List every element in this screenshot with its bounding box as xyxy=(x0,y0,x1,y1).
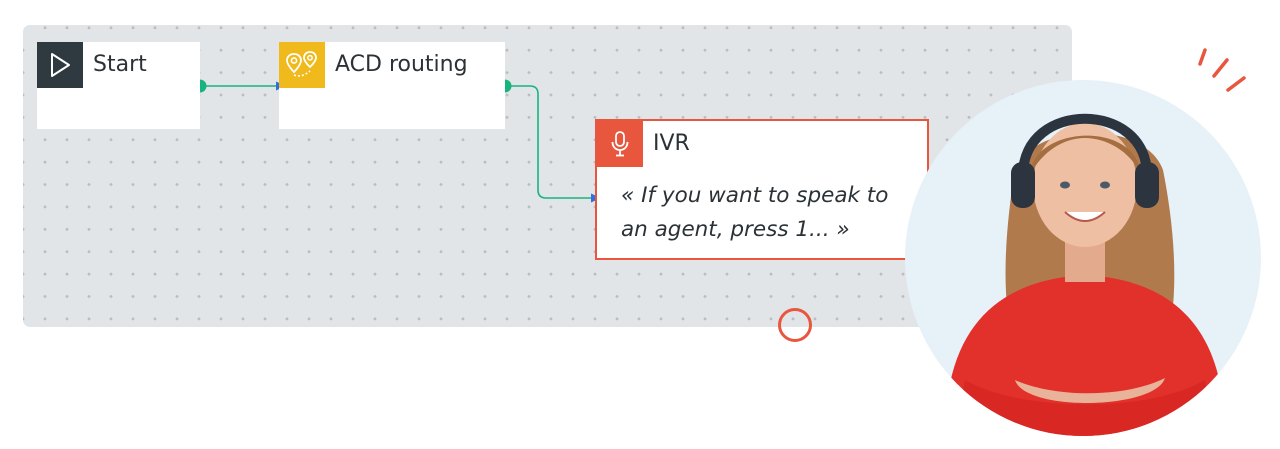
ivr-message-line: an agent, press 1... » xyxy=(621,217,850,242)
agent-illustration xyxy=(945,113,1225,436)
node-title: Start xyxy=(93,52,147,77)
ivr-message: « If you want to speak to an agent, pres… xyxy=(621,179,921,247)
microphone-icon xyxy=(597,121,643,167)
ivr-message-line: « If you want to speak to xyxy=(621,183,889,208)
add-node-ring-icon[interactable] xyxy=(778,308,812,342)
play-icon xyxy=(37,42,83,88)
attention-spark-icon xyxy=(1198,48,1246,92)
node-ivr[interactable]: IVR « If you want to speak to an agent, … xyxy=(595,119,929,260)
node-acd-routing[interactable]: ACD routing xyxy=(279,42,505,129)
node-title: ACD routing xyxy=(335,52,468,77)
agent-photo xyxy=(905,80,1261,436)
node-start[interactable]: Start xyxy=(37,42,200,129)
node-title: IVR xyxy=(653,131,690,156)
route-pins-icon xyxy=(279,42,325,88)
